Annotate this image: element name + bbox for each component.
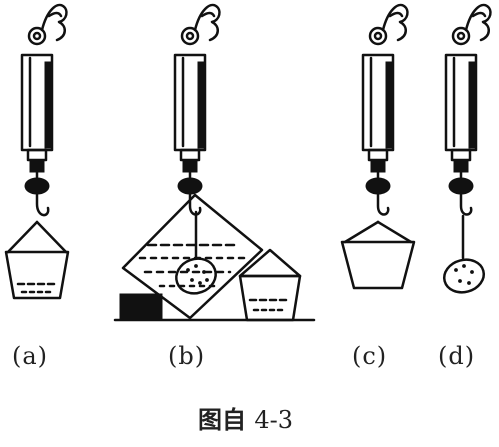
hook-a: [35, 192, 50, 217]
black-block: [119, 293, 163, 321]
spring-scale-b: [173, 3, 221, 196]
panel-label-b: (b): [168, 342, 206, 370]
panel-a-setup: [4, 3, 70, 300]
hook-b: [188, 192, 202, 216]
panel-c-setup: [340, 3, 416, 290]
spring-scale-a: [20, 3, 68, 196]
tilted-overflow-cup: [121, 193, 264, 320]
panel-label-c: (c): [352, 342, 388, 370]
caption-number: 4-3: [254, 406, 294, 434]
spring-scale-c: [361, 3, 409, 196]
empty-bucket-c: [340, 240, 416, 290]
caption-prefix: 图自: [198, 406, 246, 434]
receiving-bucket: [238, 274, 302, 322]
panel-d-setup: [442, 3, 492, 294]
figure-caption: 图自 4-3: [198, 400, 293, 435]
panel-b-setup: [113, 3, 316, 322]
panel-label-a: (a): [12, 342, 49, 370]
stone-d: [442, 258, 486, 294]
panel-label-d: (d): [438, 342, 476, 370]
hook-c: [376, 192, 390, 216]
small-bucket-a: [4, 250, 70, 300]
stone-b: [175, 257, 217, 295]
hook-d: [459, 192, 473, 216]
spring-scale-d: [444, 3, 492, 196]
